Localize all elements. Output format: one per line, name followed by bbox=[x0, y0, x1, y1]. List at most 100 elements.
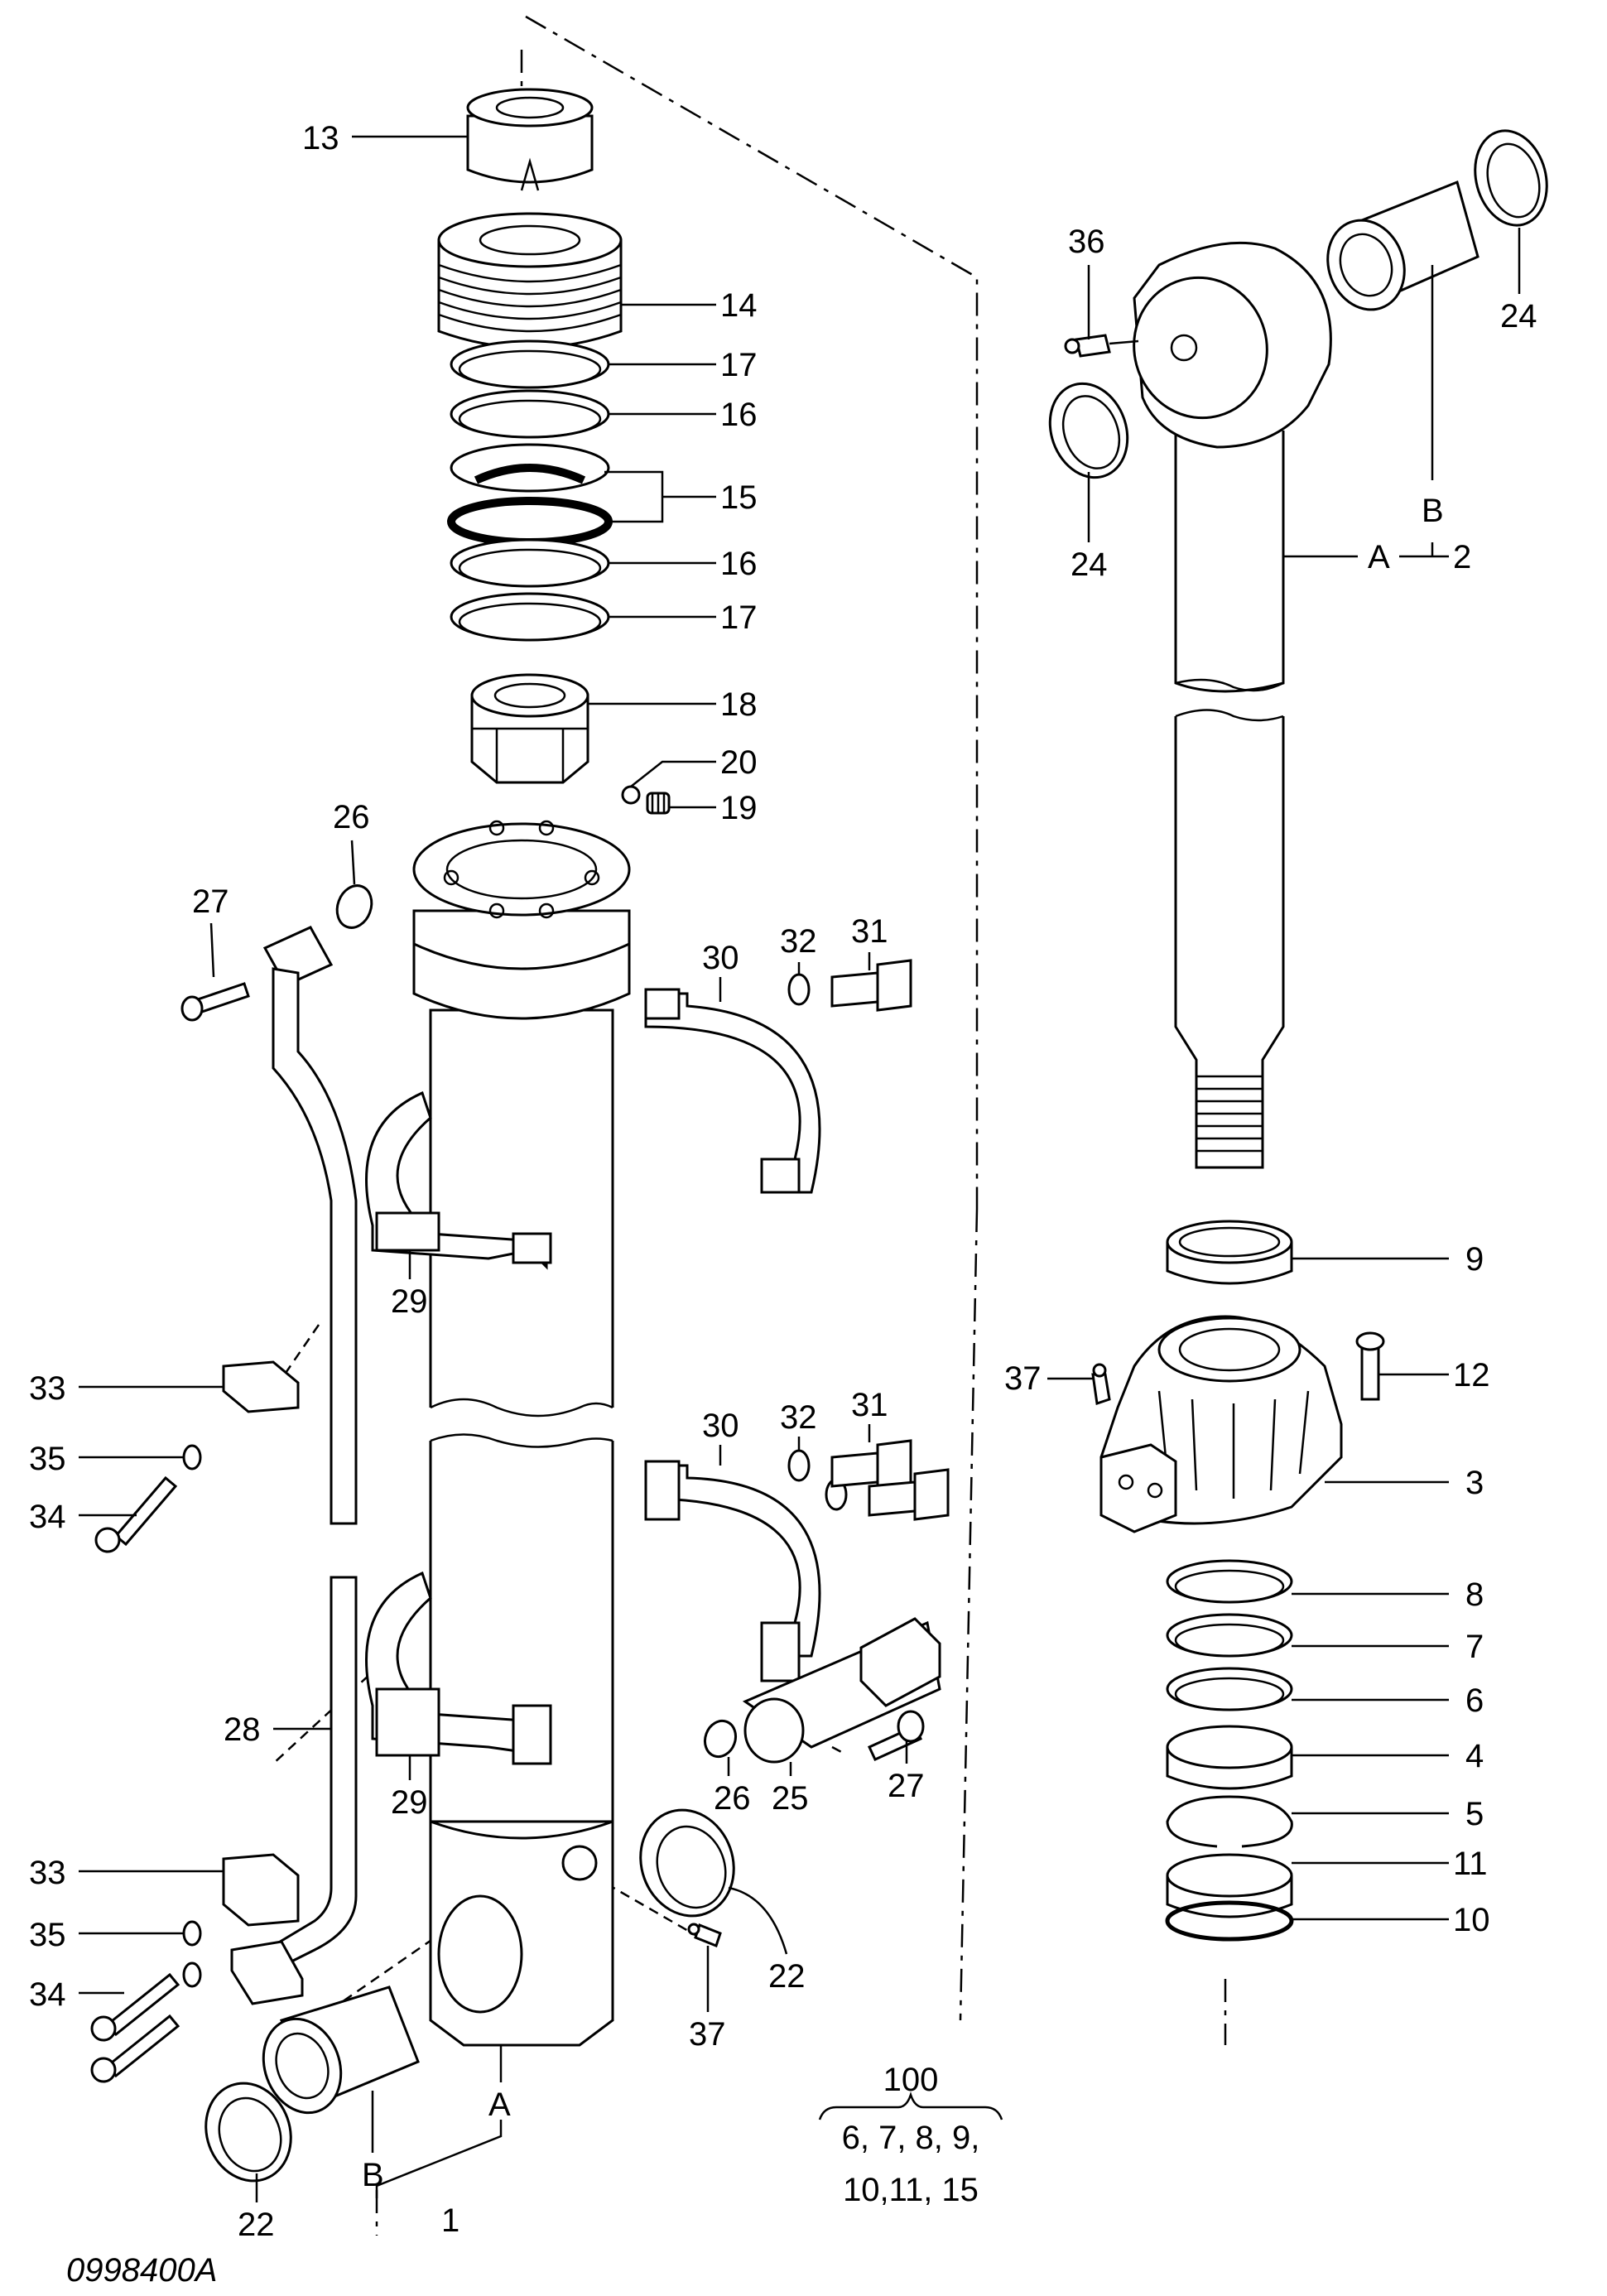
part-19-set-screw bbox=[646, 792, 671, 815]
kit-number: 100 bbox=[883, 2062, 939, 2098]
part-31-bolt-upper bbox=[830, 959, 912, 1012]
part-2-piston-rod bbox=[1133, 241, 1332, 1169]
callout-9: 9 bbox=[1465, 1241, 1484, 1278]
part-4-ring bbox=[1166, 1725, 1293, 1790]
callout-36: 36 bbox=[1068, 224, 1105, 260]
part-25-flange-fitting bbox=[742, 1617, 941, 1764]
part-7-ring bbox=[1166, 1613, 1293, 1658]
part-8-ring bbox=[1166, 1559, 1293, 1604]
part-28-pipe-lower bbox=[230, 1576, 358, 2005]
part-29-clamp-upper bbox=[365, 1090, 552, 1270]
callout-31-upper: 31 bbox=[851, 913, 888, 950]
callout-20: 20 bbox=[720, 744, 758, 781]
part-bushing-lower-b bbox=[262, 1986, 420, 2115]
part-20-ball bbox=[621, 785, 641, 805]
kit-callout: 100 6, 7, 8, 9, 10,11, 15 bbox=[842, 2062, 980, 2208]
part-32-washer-upper bbox=[787, 973, 811, 1006]
part-cylinder-tube-upper bbox=[412, 820, 631, 1418]
part-36-grease-fitting bbox=[1064, 334, 1139, 358]
part-37-grease-fitting-right bbox=[1091, 1363, 1111, 1405]
part-6-ring bbox=[1166, 1667, 1293, 1711]
callout-37-right: 37 bbox=[1004, 1360, 1042, 1397]
callout-16-lower: 16 bbox=[720, 546, 758, 582]
callout-27-lower: 27 bbox=[888, 1768, 925, 1804]
callout-35-upper: 35 bbox=[29, 1441, 66, 1477]
part-30-clamp-upper bbox=[644, 988, 821, 1194]
callout-11: 11 bbox=[1453, 1846, 1488, 1882]
part-35-washer-lower bbox=[182, 1920, 202, 1988]
part-27-bolt-upper bbox=[180, 982, 250, 1022]
callout-6: 6 bbox=[1465, 1682, 1484, 1719]
part-16-ring-lower bbox=[450, 538, 610, 588]
kit-parts-line-1: 6, 7, 8, 9, bbox=[842, 2120, 980, 2156]
part-29-clamp-lower bbox=[365, 1571, 552, 1765]
part-22-dust-seal-lower bbox=[204, 2082, 292, 2183]
part-33-clamp-block-lower bbox=[222, 1853, 300, 1927]
callout-34-lower: 34 bbox=[29, 1976, 66, 2013]
part-15-seal-set bbox=[447, 443, 613, 546]
part-13-dust-seal bbox=[466, 88, 594, 191]
part-34-bolt-lower bbox=[90, 1972, 180, 2083]
callout-32-lower: 32 bbox=[780, 1399, 817, 1436]
callout-13: 13 bbox=[302, 120, 339, 156]
callout-18: 18 bbox=[720, 686, 758, 723]
part-24-seal-upper-right bbox=[1474, 129, 1548, 227]
part-9-ring bbox=[1166, 1220, 1293, 1285]
leader-lines bbox=[79, 135, 1521, 2202]
callout-B-right: B bbox=[1422, 493, 1444, 529]
callout-29-upper: 29 bbox=[391, 1283, 428, 1320]
callout-30-lower: 30 bbox=[702, 1408, 739, 1444]
callout-14: 14 bbox=[720, 287, 758, 324]
part-17-backup-ring-lower bbox=[450, 592, 610, 642]
callout-16-upper: 16 bbox=[720, 397, 758, 433]
callout-30-upper: 30 bbox=[702, 940, 739, 976]
callout-12: 12 bbox=[1453, 1357, 1490, 1393]
callout-19: 19 bbox=[720, 790, 758, 826]
part-18-piston-nut bbox=[470, 673, 589, 784]
callout-24-left: 24 bbox=[1071, 546, 1108, 583]
callout-31-lower: 31 bbox=[851, 1387, 888, 1423]
part-12-socket-bolt bbox=[1355, 1331, 1385, 1401]
callout-33-upper: 33 bbox=[29, 1370, 66, 1407]
part-24-seal-left-right bbox=[1048, 382, 1129, 479]
callout-1: 1 bbox=[441, 2202, 459, 2239]
callout-35-lower: 35 bbox=[29, 1917, 66, 1953]
callout-26-lower: 26 bbox=[714, 1780, 751, 1817]
part-26-o-ring-upper bbox=[335, 884, 373, 929]
callout-8: 8 bbox=[1465, 1576, 1484, 1613]
callout-2: 2 bbox=[1453, 539, 1471, 575]
callout-24-upper: 24 bbox=[1500, 298, 1537, 335]
callout-7: 7 bbox=[1465, 1629, 1484, 1665]
part-37-grease-fitting-lower bbox=[687, 1923, 722, 1947]
callout-32-upper: 32 bbox=[780, 923, 817, 960]
callout-17-upper: 17 bbox=[720, 347, 758, 383]
part-31-bolt-lower bbox=[830, 1439, 950, 1521]
callout-17-lower: 17 bbox=[720, 599, 758, 636]
callout-3: 3 bbox=[1465, 1465, 1484, 1501]
callout-37-lower: 37 bbox=[689, 2016, 726, 2053]
callout-B-left: B bbox=[362, 2157, 384, 2193]
callout-34-upper: 34 bbox=[29, 1499, 66, 1535]
callout-33-lower: 33 bbox=[29, 1855, 66, 1891]
part-17-backup-ring-upper bbox=[450, 339, 610, 389]
part-14-cylinder-head bbox=[437, 212, 623, 349]
part-10-o-ring bbox=[1165, 1900, 1294, 1942]
callout-28: 28 bbox=[224, 1711, 261, 1748]
callout-4: 4 bbox=[1465, 1738, 1484, 1774]
part-bushing-b-right bbox=[1326, 180, 1479, 311]
part-16-ring-upper bbox=[450, 389, 610, 439]
part-5-split-ring bbox=[1166, 1795, 1293, 1848]
callout-labels: 13 14 17 16 15 16 17 18 20 19 26 27 30 3… bbox=[29, 120, 1537, 2243]
part-28-pipe-upper bbox=[262, 926, 358, 1525]
callout-22-upper: 22 bbox=[768, 1958, 806, 1995]
callout-25: 25 bbox=[772, 1780, 809, 1817]
part-35-washer-upper bbox=[182, 1444, 202, 1470]
callout-26-upper: 26 bbox=[333, 799, 370, 835]
part-30-clamp-lower bbox=[644, 1460, 821, 1682]
callout-15: 15 bbox=[720, 479, 758, 516]
drawing-number: 0998400A bbox=[66, 2252, 217, 2289]
part-27-bolt-lower bbox=[868, 1710, 925, 1761]
part-34-bolt-upper bbox=[94, 1475, 178, 1553]
callout-22-lower: 22 bbox=[238, 2207, 275, 2243]
